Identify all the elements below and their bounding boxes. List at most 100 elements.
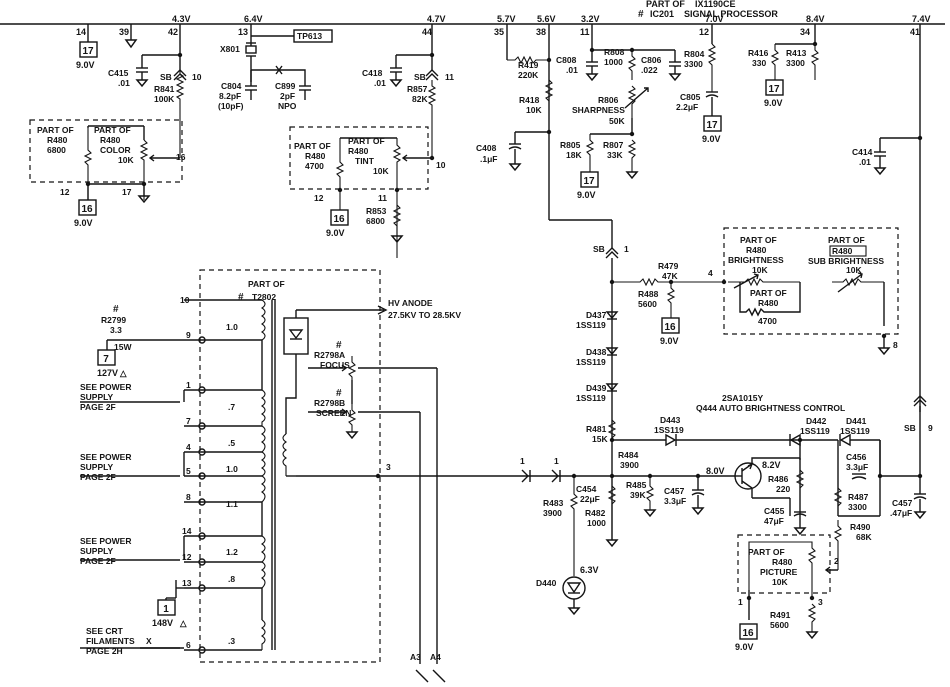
connector-a4: A4	[430, 652, 441, 662]
see-ref-3-line2: SUPPLY	[80, 546, 114, 556]
r853-ref: R853	[366, 206, 387, 216]
warning-7: △	[119, 368, 128, 378]
sb-9-label: SB	[904, 423, 916, 433]
node-17c-label: 17	[706, 120, 718, 131]
tp613-ref: TP613	[297, 31, 322, 41]
node-17a-voltage: 9.0V	[76, 60, 95, 70]
color-part-of-2: PART OF	[94, 125, 131, 135]
see-ref-3-line1: SEE POWER	[80, 536, 131, 546]
r805-ref: R805	[560, 140, 581, 150]
r491-value: 5600	[770, 620, 789, 630]
tint-name-value: 10K	[373, 166, 389, 176]
r804-value: 3300	[684, 59, 703, 69]
pin-14: 14	[76, 27, 86, 37]
connector-a3: A3	[410, 652, 421, 662]
c455-value: 47μF	[764, 516, 784, 526]
a3-a4-connectors	[415, 650, 446, 683]
c457-ref: C457	[664, 486, 685, 496]
d441-ref: D441	[846, 416, 867, 426]
transformer-pin-13: 13	[182, 578, 192, 588]
pin-44: 44	[422, 27, 432, 37]
c805-ref: C805	[680, 92, 701, 102]
sb-pin-10: 10	[192, 72, 202, 82]
r488-value: 5600	[638, 299, 657, 309]
tint-r480-ref-2: R480	[348, 146, 369, 156]
tint-part-of-1: PART OF	[294, 141, 331, 151]
pin34-wiring	[765, 24, 820, 96]
sb-1-label: SB	[593, 244, 605, 254]
see-ref-4-line1: SEE CRT	[86, 626, 124, 636]
sb-pin-11: 11	[445, 72, 454, 82]
sub-brightness-name: SUB BRIGHTNESS	[808, 256, 884, 266]
picture-part-of: PART OF	[748, 547, 785, 557]
transformer-pin-9: 9	[186, 330, 191, 340]
node-16b-label: 16	[333, 214, 345, 225]
node-16d-voltage: 9.0V	[735, 642, 754, 652]
brightness-sub-part-of: PART OF	[750, 288, 787, 298]
pin-39: 39	[119, 27, 129, 37]
pin14-wiring	[79, 24, 98, 58]
screen-hash: #	[336, 388, 342, 399]
r857-value: 82K	[412, 94, 428, 104]
r490-value: 68K	[856, 532, 872, 542]
d440-ref: D440	[536, 578, 557, 588]
node-16d-label: 16	[742, 628, 754, 639]
c457b-value: .47μF	[890, 508, 912, 518]
d442-ref: D442	[806, 416, 827, 426]
r807-ref: R807	[603, 140, 624, 150]
c899-value2: NPO	[278, 101, 297, 111]
rail-voltage-34: 8.4V	[806, 14, 825, 24]
d443-ref: D443	[660, 415, 681, 425]
r413-value: 3300	[786, 58, 805, 68]
brightness-control-box	[723, 227, 899, 335]
sb-pin-1: 1	[624, 244, 629, 254]
r808-value: 1000	[604, 57, 623, 67]
r2799-value: 3.3	[110, 325, 122, 335]
r486-value: 220	[776, 484, 790, 494]
winding-ratio-7: .8	[228, 574, 235, 584]
tp613-box	[293, 29, 333, 43]
q444-part: 2SA1015Y	[722, 393, 763, 403]
color-control-box	[29, 119, 183, 183]
r841-value: 100K	[154, 94, 175, 104]
color-pin-16: 16	[176, 152, 186, 162]
pin13-crystal-wiring	[245, 24, 311, 100]
see-ref-2-line2: SUPPLY	[80, 462, 114, 472]
flyback-ref: T2802	[252, 292, 276, 302]
c415-value: .01	[118, 78, 130, 88]
see-ref-1-line2: SUPPLY	[80, 392, 114, 402]
see-ref-3-line3: PAGE 2F	[80, 556, 116, 566]
left-side-wiring	[80, 339, 185, 649]
c408-value: .1μF	[480, 154, 497, 164]
sub-brightness-ref-box	[829, 245, 867, 257]
node-17c-voltage: 9.0V	[702, 134, 721, 144]
node-1-label: 1	[163, 604, 169, 615]
winding-ratio-5: 1.1	[226, 499, 238, 509]
tint-control-box	[289, 126, 429, 190]
tint-r480-ref-1: R480	[305, 151, 326, 161]
r485-ref: R485	[626, 480, 647, 490]
c456-ref: C456	[846, 452, 867, 462]
focus-name: FOCUS	[320, 360, 350, 370]
pin-13: 13	[238, 27, 248, 37]
tint-part-of-2: PART OF	[348, 136, 385, 146]
c454-value: 22μF	[580, 494, 600, 504]
pin-38: 38	[536, 27, 546, 37]
c414-value: .01	[859, 157, 871, 167]
d438-part: 1SS119	[576, 357, 606, 367]
r491-ref: R491	[770, 610, 791, 620]
color-r480-value-1: 6800	[47, 145, 66, 155]
ic201-name: IC201	[650, 9, 674, 19]
rail-voltage-35: 5.7V	[497, 14, 516, 24]
node-16a-label: 16	[81, 204, 93, 215]
hv-anode-range: 27.5KV TO 28.5KV	[388, 310, 461, 320]
brightness-sub-ref: R480	[758, 298, 779, 308]
d438-ref: D438	[586, 347, 607, 357]
node-17a-label: 17	[82, 46, 94, 57]
q444-base-voltage: 8.0V	[706, 466, 725, 476]
warning-1: △	[179, 618, 188, 628]
d440-voltage: 6.3V	[580, 565, 599, 575]
rail-voltage-42: 4.3V	[172, 14, 191, 24]
r483-value: 3900	[543, 508, 562, 518]
